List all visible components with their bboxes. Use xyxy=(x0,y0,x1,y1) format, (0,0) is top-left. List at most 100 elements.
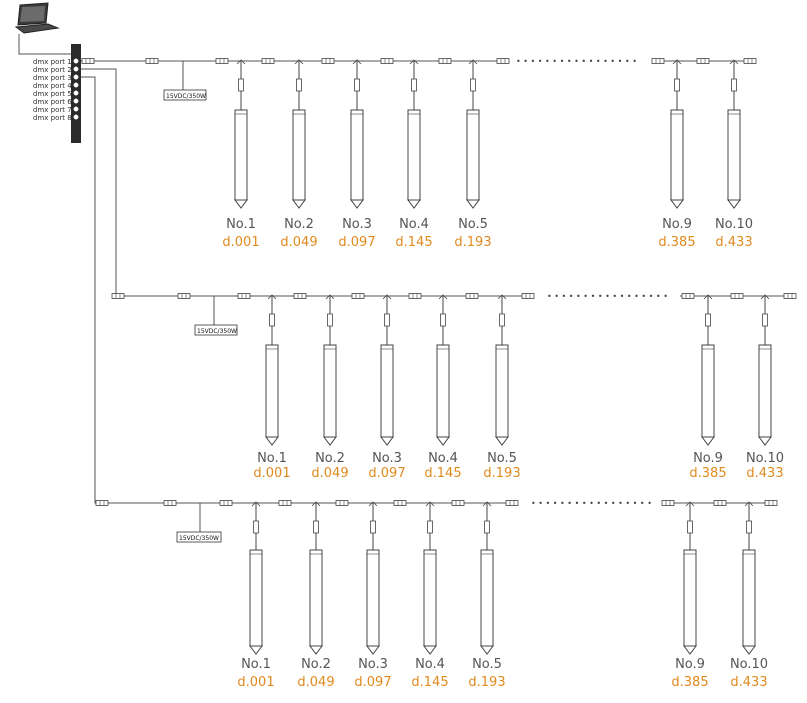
connector xyxy=(380,58,394,64)
port-label: dmx port 5 xyxy=(33,90,72,98)
fixture-address: d.433 xyxy=(715,235,752,250)
connector xyxy=(219,500,233,506)
power-supply-label: 15VDC/350W xyxy=(197,328,237,335)
led-tube xyxy=(323,294,337,446)
fixture-address: d.385 xyxy=(689,466,726,481)
led-tube xyxy=(366,501,380,655)
fixture-name: No.3 xyxy=(372,451,402,466)
port-label: dmx port 1 xyxy=(33,58,72,66)
fixture-name: No.9 xyxy=(662,217,692,232)
connector xyxy=(696,58,710,64)
connector xyxy=(713,500,727,506)
led-tube xyxy=(683,501,697,655)
connector xyxy=(215,58,229,64)
power-supply: 15VDC/350W xyxy=(176,503,222,543)
port-label: dmx port 8 xyxy=(33,114,72,122)
fixture-address: d.385 xyxy=(671,675,708,690)
fixture-name: No.1 xyxy=(241,657,271,672)
connector xyxy=(408,293,422,299)
led-tube xyxy=(480,501,494,655)
fixture-name: No.4 xyxy=(399,217,429,232)
connector xyxy=(505,500,519,506)
connector xyxy=(521,293,535,299)
splitter-port xyxy=(73,74,79,80)
connector xyxy=(111,293,125,299)
splitter-port xyxy=(73,58,79,64)
connector xyxy=(764,500,778,506)
fixture-address: d.433 xyxy=(746,466,783,481)
connector xyxy=(783,293,797,299)
fixture-address: d.049 xyxy=(311,466,348,481)
connector xyxy=(730,293,744,299)
fixture-address: d.193 xyxy=(468,675,505,690)
connector xyxy=(95,500,109,506)
fixture-name: No.2 xyxy=(315,451,345,466)
fixture-name: No.9 xyxy=(693,451,723,466)
fixture-address: d.145 xyxy=(395,235,432,250)
fixture-address: d.001 xyxy=(222,235,259,250)
fixture-address: d.097 xyxy=(354,675,391,690)
led-tube xyxy=(758,294,772,446)
fixture-name: No.4 xyxy=(428,451,458,466)
fixture-address: d.001 xyxy=(253,466,290,481)
fixture-address: d.001 xyxy=(237,675,274,690)
dmx-line-port-3 xyxy=(81,76,102,504)
led-tube xyxy=(380,294,394,446)
connector xyxy=(496,58,510,64)
led-tube xyxy=(436,294,450,446)
port-label: dmx port 6 xyxy=(33,98,72,106)
fixture-name: No.10 xyxy=(715,217,753,232)
connector xyxy=(651,58,665,64)
led-tube xyxy=(701,294,715,446)
connector xyxy=(438,58,452,64)
led-tube xyxy=(265,294,279,446)
port-label: dmx port 3 xyxy=(33,74,72,82)
fixture-address: d.049 xyxy=(297,675,334,690)
connector xyxy=(393,500,407,506)
connector xyxy=(145,58,159,64)
fixture-name: No.3 xyxy=(358,657,388,672)
splitter-port xyxy=(73,106,79,112)
connector xyxy=(465,293,479,299)
connector xyxy=(293,293,307,299)
fixture-name: No.4 xyxy=(415,657,445,672)
connector xyxy=(743,58,757,64)
port-labels: dmx port 1 dmx port 2 dmx port 3 dmx por… xyxy=(33,58,72,122)
fixture-name: No.1 xyxy=(226,217,256,232)
fixture-name: No.2 xyxy=(284,217,314,232)
connector xyxy=(237,293,251,299)
power-supply-label: 15VDC/350W xyxy=(179,535,219,542)
splitter-port xyxy=(73,66,79,72)
led-tube xyxy=(466,59,480,209)
connector xyxy=(351,293,365,299)
laptop-cable xyxy=(18,34,72,55)
led-tube xyxy=(292,59,306,209)
connector xyxy=(681,293,695,299)
connector xyxy=(261,58,275,64)
fixture-address: d.145 xyxy=(424,466,461,481)
fixture-address: d.097 xyxy=(338,235,375,250)
led-tube xyxy=(495,294,509,446)
connector xyxy=(163,500,177,506)
connector xyxy=(335,500,349,506)
fixture-name: No.5 xyxy=(487,451,517,466)
led-tube xyxy=(309,501,323,655)
port-label: dmx port 2 xyxy=(33,66,72,74)
row-3: • • • • • • • • • • • • • • • • • 15VDC/… xyxy=(95,499,778,690)
connector xyxy=(81,58,95,64)
fixture-address: d.193 xyxy=(454,235,491,250)
connector xyxy=(661,500,675,506)
port-label: dmx port 7 xyxy=(33,106,72,114)
led-tube xyxy=(234,59,248,209)
fixture-name: No.5 xyxy=(458,217,488,232)
connector xyxy=(451,500,465,506)
ellipsis: • • • • • • • • • • • • • • • • • xyxy=(531,499,652,508)
fixture-name: No.1 xyxy=(257,451,287,466)
row-2: • • • • • • • • • • • • • • • • • 15VDC/… xyxy=(111,292,797,481)
row-1: • • • • • • • • • • • • • • • • • 15VDC/… xyxy=(81,57,757,250)
fixture-name: No.9 xyxy=(675,657,705,672)
power-supply: 15VDC/350W xyxy=(163,61,207,101)
laptop-icon xyxy=(14,2,60,34)
splitter-port xyxy=(73,98,79,104)
